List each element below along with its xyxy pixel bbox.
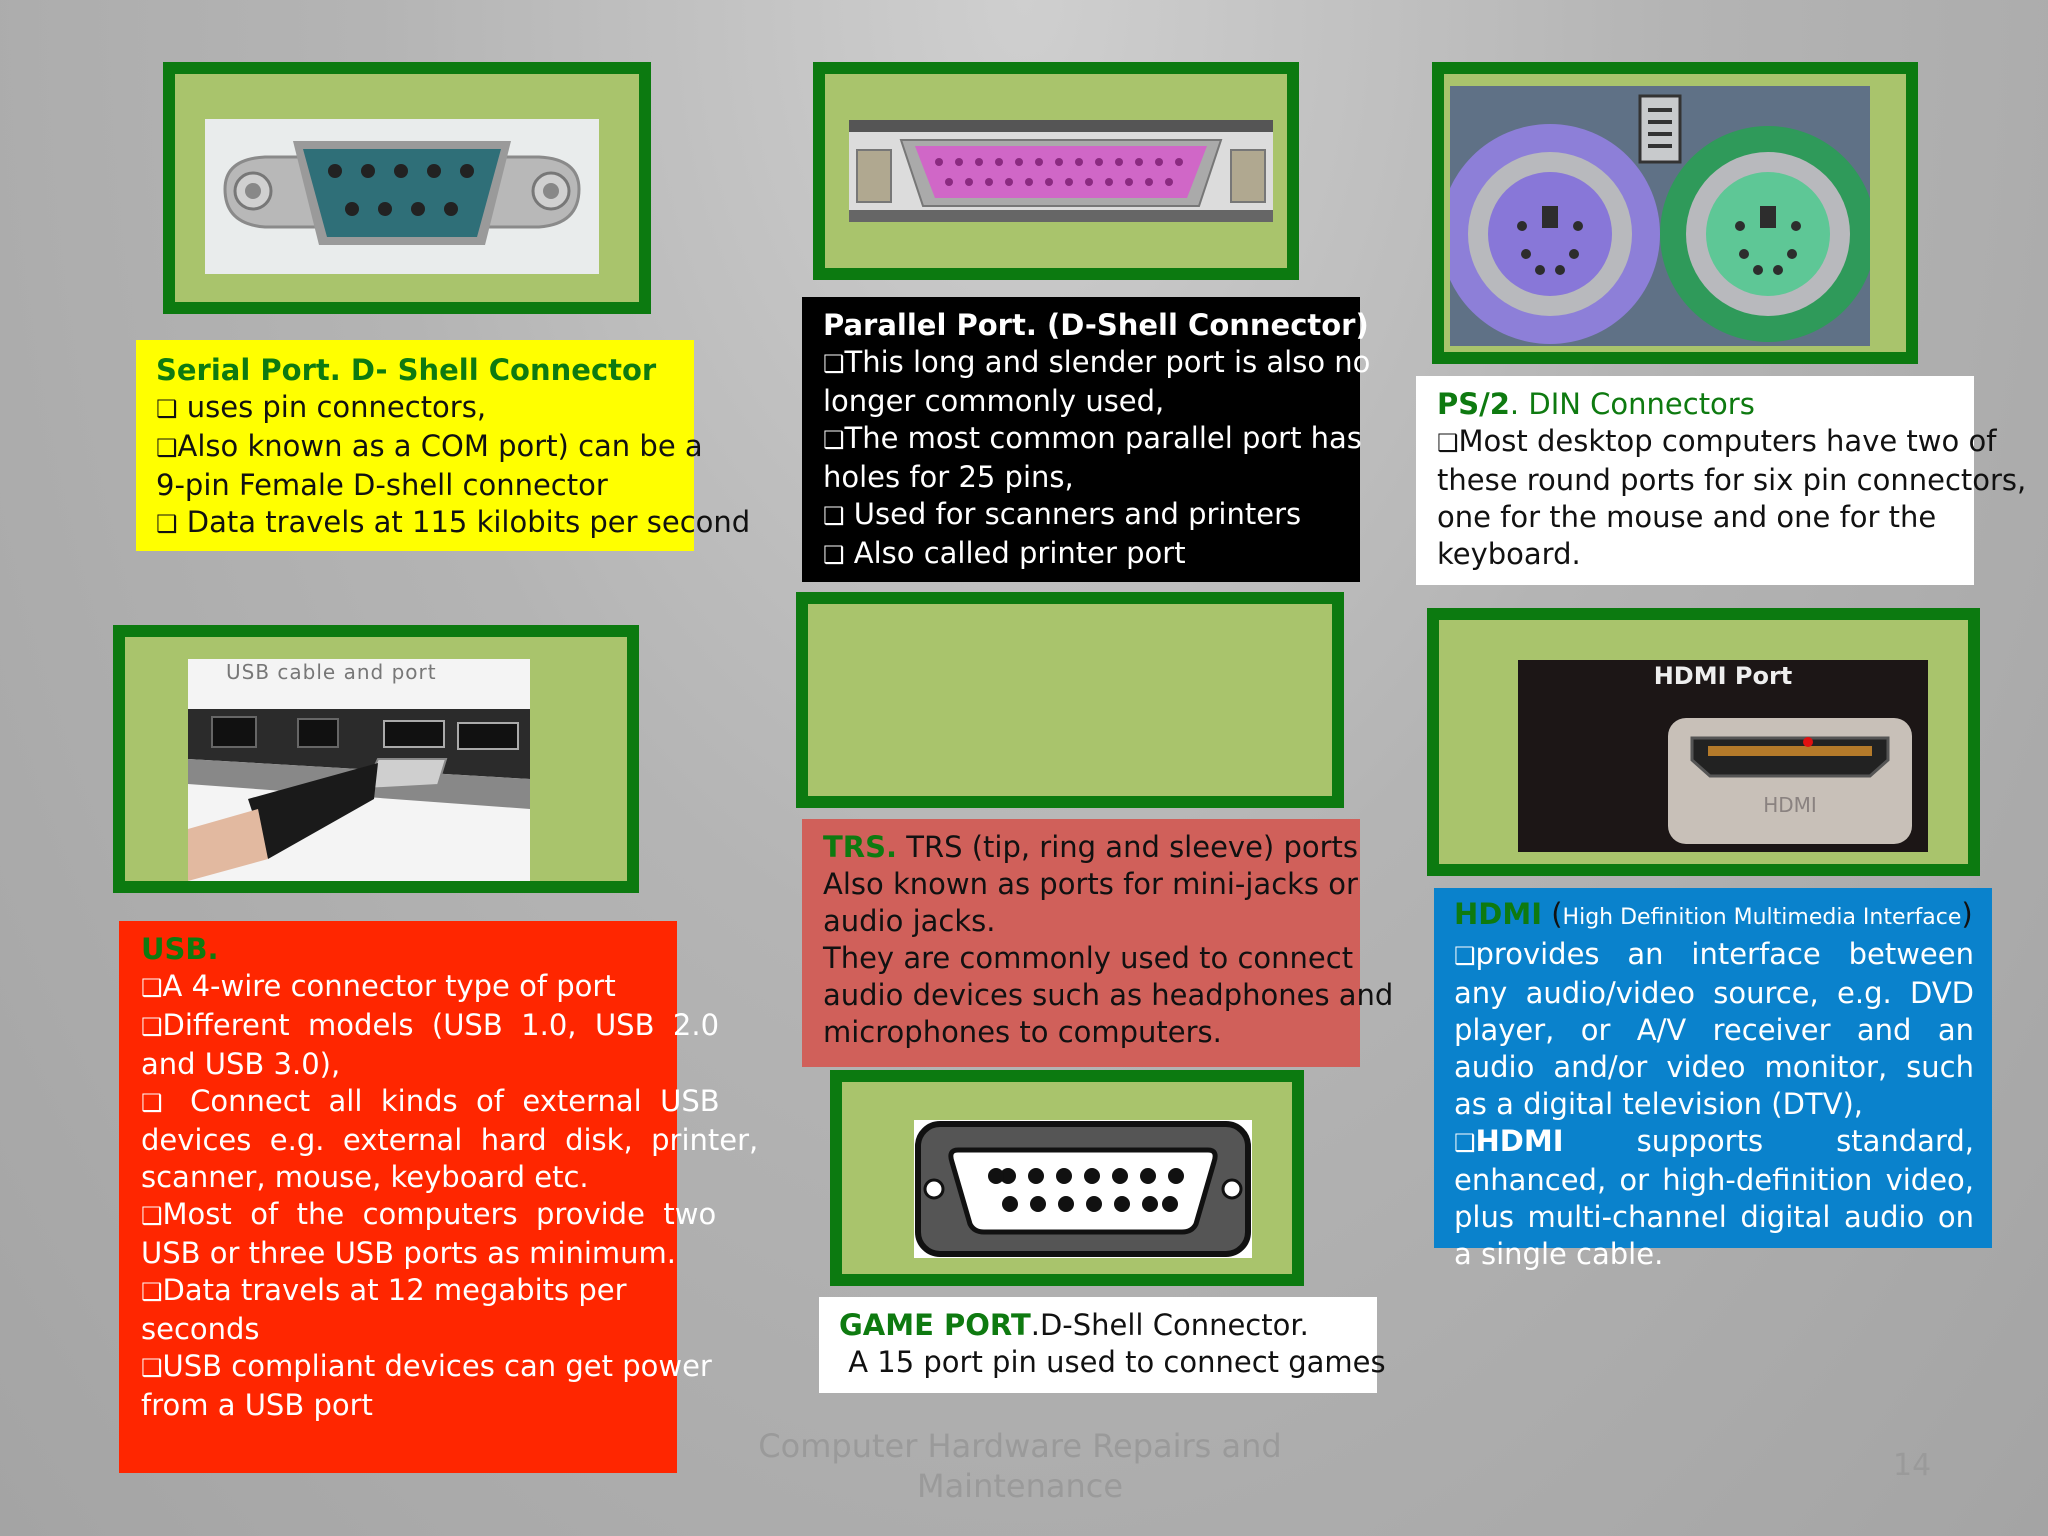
ps2-bullet-1: Most desktop computers have two of [1458,424,1997,458]
usb-bullet-6: USB compliant devices can get power [162,1349,712,1383]
ps2-title: PS/2 [1437,387,1510,421]
game-port-photo [914,1120,1252,1258]
trs-title: TRS. [823,830,898,864]
serial-port-description: Serial Port. D- Shell Connector ❑ uses p… [136,340,750,551]
serial-bullet-2-cont: 9-pin Female D-shell connector [156,468,608,502]
usb-port-photo: USB cable and port [188,659,530,881]
usb-image-caption: USB cable and port [226,660,437,684]
usb-title: USB. [141,932,219,966]
usb-bullet-5: Data travels at 12 megabits per [162,1273,627,1307]
game-port-description: GAME PORT.D-Shell Connector. A 15 port p… [819,1297,1386,1393]
parallel-bullet-4: Also called printer port [853,536,1186,570]
serial-port-photo [205,119,599,274]
game-port-image-frame [830,1070,1304,1286]
serial-bullet-2: Also known as a COM port) can be a [177,429,703,463]
serial-port-title: Serial Port. D- Shell Connector [156,353,657,387]
serial-port-image-frame [163,62,651,314]
page-number: 14 [1893,1448,1932,1483]
ps2-port-image-frame [1432,62,1918,364]
usb-bullet-4: Most of the computers provide two [162,1197,717,1231]
hdmi-para-1: provides an interface between any audio/… [1454,937,1974,1121]
parallel-bullet-3: Used for scanners and printers [853,497,1302,531]
game-port-title: GAME PORT [839,1308,1031,1342]
parallel-port-photo [849,120,1273,222]
game-port-line-2: A 15 port pin used to connect games [839,1345,1386,1379]
usb-port-image-frame: USB cable and port [113,625,639,893]
parallel-port-title: Parallel Port. (D-Shell Connector) [823,308,1369,342]
parallel-bullet-1: This long and slender port is also no [844,345,1371,379]
footer-line-1: Computer Hardware Repairs and [758,1427,1282,1465]
usb-description: USB. ❑A 4-wire connector type of port ❑D… [119,921,758,1473]
hdmi-para-2: supports standard, enhanced, or high-def… [1454,1124,1974,1271]
parallel-port-image-frame [813,62,1299,280]
trs-description: TRS. TRS (tip, ring and sleeve) ports Al… [802,819,1393,1067]
usb-bullet-1: A 4-wire connector type of port [162,969,616,1003]
hdmi-port-label: HDMI [1763,793,1817,817]
parallel-port-description: Parallel Port. (D-Shell Connector) ❑This… [802,297,1370,582]
hdmi-image-caption: HDMI Port [1654,662,1793,690]
parallel-bullet-2: The most common parallel port has [844,421,1362,455]
ps2-port-description: PS/2. DIN Connectors ❑Most desktop compu… [1416,376,2026,585]
hdmi-port-image-frame: HDMI Port HDMI [1427,608,1980,876]
usb-bullet-3: Connect all kinds of external USB [162,1084,720,1118]
ps2-port-photo [1450,86,1870,346]
hdmi-para-2-title: HDMI [1475,1124,1564,1158]
hdmi-port-photo: HDMI Port HDMI [1518,660,1928,852]
slide-footer: Computer Hardware Repairs and Maintenanc… [720,1426,1320,1506]
usb-bullet-2: Different models (USB 1.0, USB 2.0 [162,1008,720,1042]
footer-line-2: Maintenance [916,1467,1124,1505]
hdmi-description: HDMI (High Definition Multimedia Interfa… [1434,888,1992,1271]
hdmi-title: HDMI [1454,897,1542,931]
trs-port-image-frame [796,592,1344,808]
serial-bullet-3: Data travels at 115 kilobits per second [186,505,751,539]
serial-bullet-1: uses pin connectors, [186,390,487,424]
